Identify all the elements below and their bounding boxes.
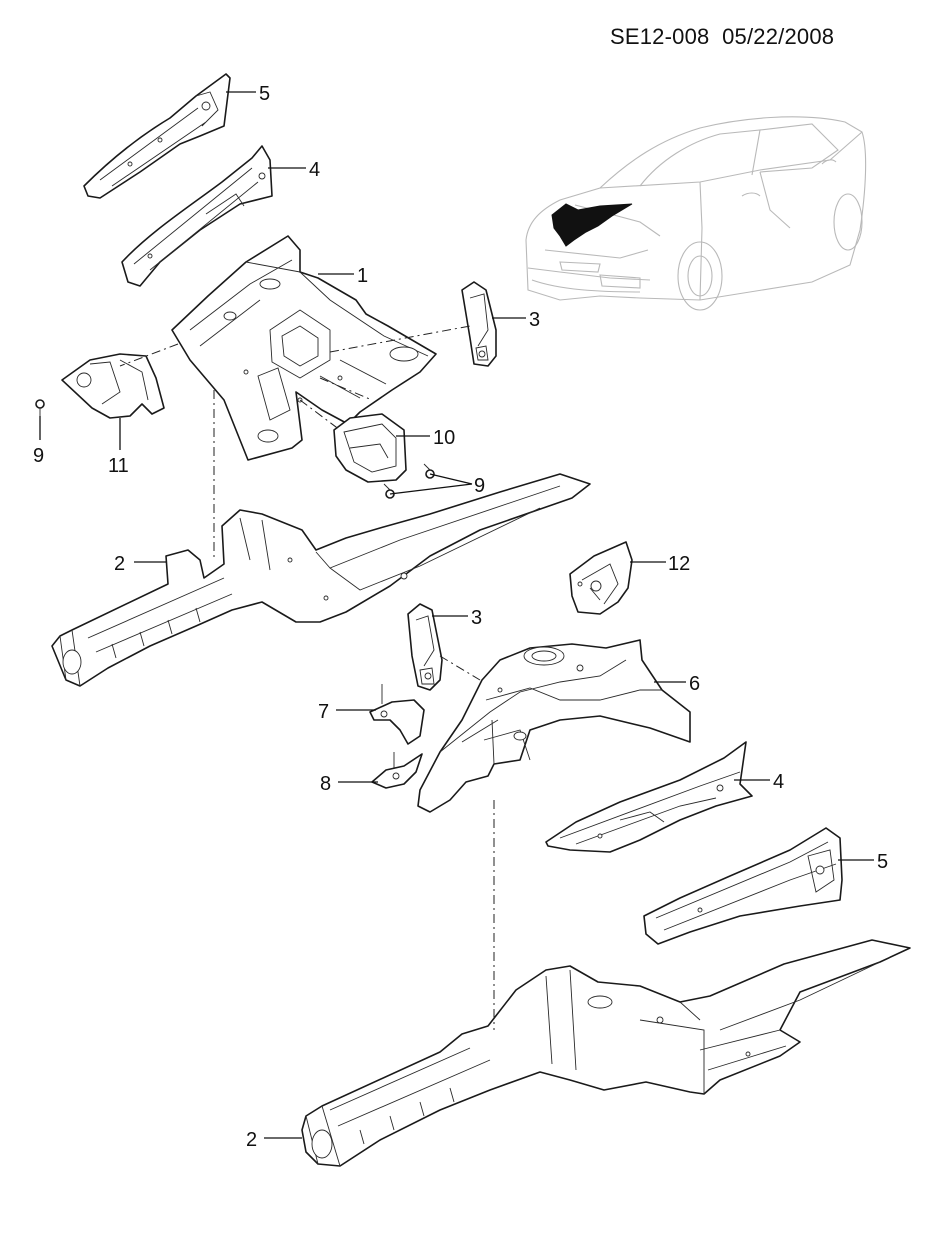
part-1-front-inner-wheelhouse — [171, 235, 437, 461]
leader-lines — [39, 91, 874, 1139]
callout-labels: 5 4 1 3 9 11 10 9 2 12 3 6 7 8 4 5 2 — [33, 83, 888, 1151]
part-12-bracket — [569, 541, 633, 615]
callout-6: 6 — [689, 673, 700, 695]
vehicle-locator-illustration — [525, 116, 867, 311]
part-7-bracket — [369, 684, 425, 745]
alignment-centerlines — [119, 325, 495, 1030]
callout-7: 7 — [318, 701, 329, 723]
callout-8: 8 — [320, 773, 331, 795]
callout-2-upper: 2 — [114, 553, 125, 575]
callout-9-right: 9 — [474, 475, 485, 497]
callout-5-lower: 5 — [877, 851, 888, 873]
part-2-lower-front-rail — [301, 939, 911, 1167]
fastener-bolts-9 — [35, 399, 435, 499]
highlighted-front-structure — [551, 203, 633, 247]
part-2-upper-front-rail — [51, 473, 591, 687]
callout-4-lower: 4 — [773, 771, 784, 793]
part-4-upper-wheelhouse-rail — [121, 145, 273, 287]
part-5-lower-rail-reinforcement — [643, 827, 843, 945]
part-5-upper-rail-reinforcement — [83, 73, 231, 199]
part-3-upper-bracket — [461, 281, 497, 367]
callout-2-lower: 2 — [246, 1129, 257, 1151]
diagram-header: SE12-008 05/22/2008 — [610, 24, 834, 50]
callout-9-left: 9 — [33, 445, 44, 467]
callout-4-upper: 4 — [309, 159, 320, 181]
part-4-lower-wheelhouse-rail — [545, 741, 753, 853]
callout-10: 10 — [433, 427, 455, 449]
callout-11: 11 — [108, 455, 129, 477]
callout-3-upper: 3 — [529, 309, 540, 331]
part-11-bracket — [61, 353, 165, 419]
part-6-front-inner-wheelhouse — [417, 639, 691, 813]
part-10-bracket — [333, 413, 407, 483]
callout-12: 12 — [668, 553, 690, 575]
callout-1: 1 — [357, 265, 368, 287]
diagram-date: 05/22/2008 — [722, 24, 835, 49]
part-8-bracket — [371, 752, 423, 789]
part-3-lower-bracket — [407, 603, 443, 691]
callout-3-lower: 3 — [471, 607, 482, 629]
callout-5-upper: 5 — [259, 83, 270, 105]
diagram-code: SE12-008 — [610, 24, 710, 49]
